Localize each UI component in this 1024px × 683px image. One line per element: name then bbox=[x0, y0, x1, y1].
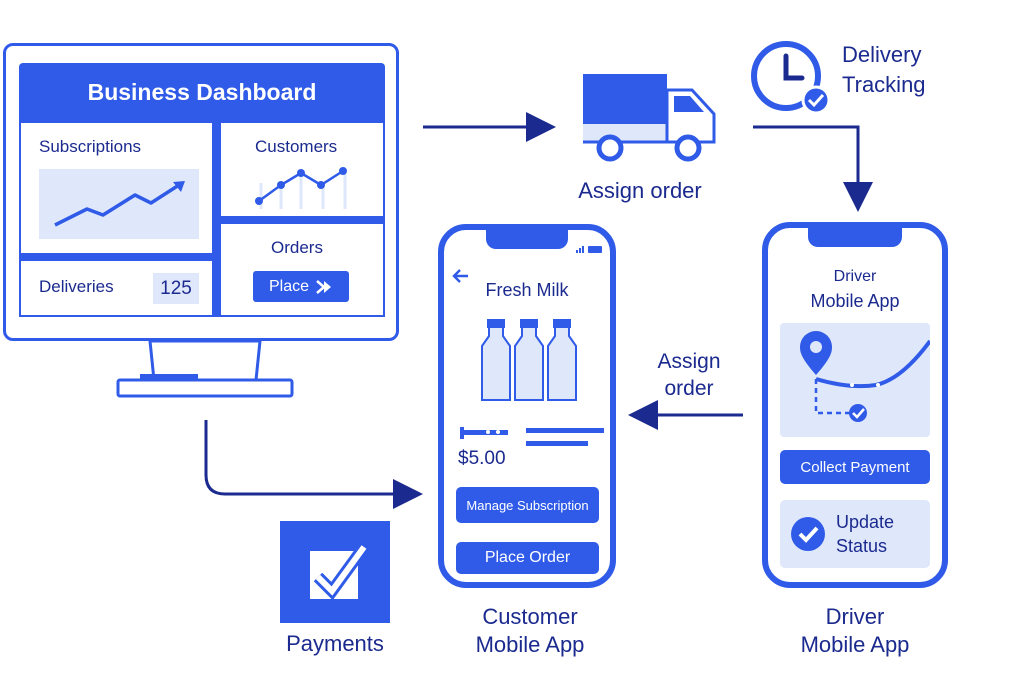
customer-caption-line-2: Mobile App bbox=[475, 632, 585, 657]
assign-mid-line-1: Assign bbox=[657, 350, 721, 373]
update-status-label: Update Status bbox=[836, 510, 894, 558]
driver-title-line-1: Driver bbox=[833, 268, 877, 285]
customer-app-caption: Customer Mobile App bbox=[450, 603, 610, 659]
orders-panel[interactable]: Orders Place bbox=[221, 224, 383, 315]
update-status-card[interactable]: Update Status bbox=[780, 500, 930, 568]
subscriptions-panel[interactable]: Subscriptions bbox=[21, 123, 212, 253]
manage-subscription-button[interactable]: Manage Subscription bbox=[456, 487, 599, 523]
product-details-lines bbox=[460, 427, 604, 446]
dashboard-body: Subscriptions Customers Orders Place bbox=[19, 121, 385, 317]
place-button-label: Place bbox=[268, 277, 310, 295]
status-bar-icons bbox=[576, 246, 602, 253]
route-map[interactable] bbox=[780, 323, 930, 437]
clock-check-icon bbox=[751, 41, 831, 115]
arrow-dashboard-to-customer bbox=[204, 420, 423, 509]
place-order-button[interactable]: Place Order bbox=[456, 542, 599, 574]
chevron-right-icon bbox=[316, 279, 332, 294]
driver-caption-line-2: Mobile App bbox=[800, 632, 910, 657]
subscriptions-label: Subscriptions bbox=[39, 137, 142, 156]
tracking-line-2: Tracking bbox=[842, 72, 926, 97]
customers-panel[interactable]: Customers bbox=[221, 123, 383, 216]
customer-caption-line-1: Customer bbox=[482, 604, 578, 629]
arrow-truck-to-driver bbox=[753, 125, 873, 212]
customers-label: Customers bbox=[255, 137, 338, 156]
deliveries-label: Deliveries bbox=[39, 277, 114, 296]
driver-app-caption: Driver Mobile App bbox=[775, 603, 935, 659]
phone-notch bbox=[808, 227, 902, 247]
driver-caption-line-1: Driver bbox=[825, 604, 885, 629]
payments-checkbox-icon bbox=[280, 521, 390, 623]
product-price: $5.00 bbox=[458, 448, 506, 469]
dashboard-title: Business Dashboard bbox=[19, 63, 385, 121]
assign-order-mid-label: Assign order bbox=[643, 348, 735, 402]
delivery-tracking-label: Delivery Tracking bbox=[842, 40, 926, 100]
back-arrow-icon[interactable] bbox=[452, 268, 470, 284]
collect-payment-button[interactable]: Collect Payment bbox=[780, 450, 930, 484]
deliveries-count: 125 bbox=[153, 273, 199, 304]
update-line-1: Update bbox=[836, 512, 895, 532]
truck-icon bbox=[583, 74, 716, 162]
driver-app-title: Driver Mobile App bbox=[768, 266, 942, 314]
customer-phone: Fresh Milk $5.00 Manage Subscription Pla… bbox=[438, 224, 616, 588]
update-line-2: Status bbox=[836, 536, 888, 556]
phone-notch bbox=[486, 229, 568, 249]
product-title: Fresh Milk bbox=[485, 280, 569, 300]
driver-phone: Driver Mobile App Collect Payment Update… bbox=[762, 222, 948, 588]
monitor-stand bbox=[116, 339, 294, 398]
place-button[interactable]: Place bbox=[253, 271, 349, 302]
assign-order-label: Assign order bbox=[578, 178, 702, 203]
tracking-line-1: Delivery bbox=[842, 42, 922, 67]
deliveries-panel[interactable]: Deliveries 125 bbox=[21, 261, 212, 315]
trend-chart-icon bbox=[39, 169, 199, 239]
check-circle-icon bbox=[791, 517, 825, 551]
driver-title-line-2: Mobile App bbox=[810, 291, 900, 311]
milk-bottles-image bbox=[481, 319, 577, 401]
assign-mid-line-2: order bbox=[664, 377, 714, 400]
payments-label: Payments bbox=[286, 631, 384, 656]
line-chart-icon bbox=[255, 167, 347, 209]
orders-label: Orders bbox=[271, 238, 323, 257]
